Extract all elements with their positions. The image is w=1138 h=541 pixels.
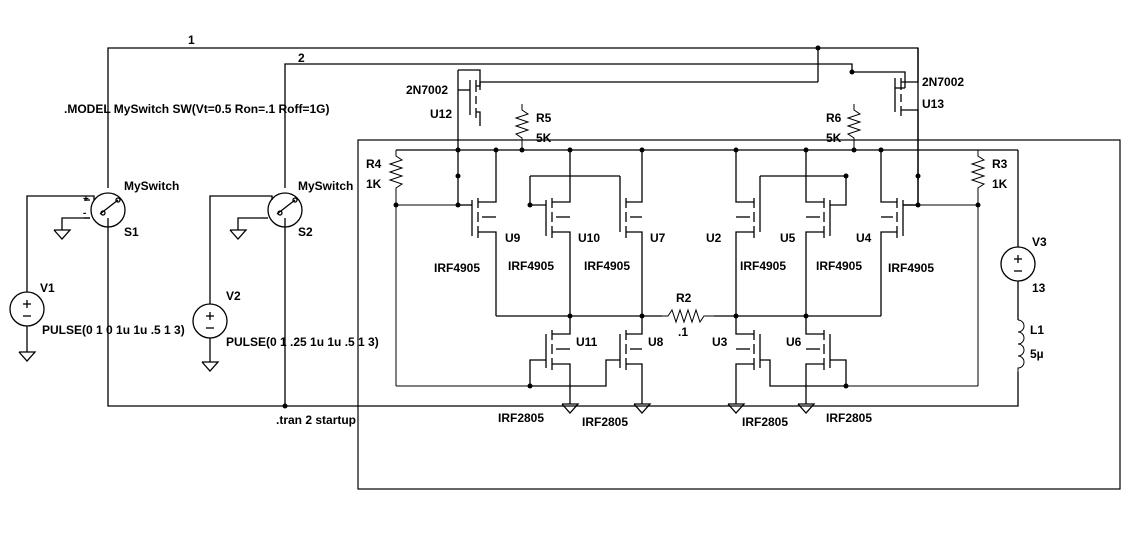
s2-switch	[229, 192, 303, 240]
junctions	[282, 45, 981, 409]
r5-name: R5	[536, 111, 552, 125]
r3-name: R3	[992, 157, 1008, 171]
u13-name: U13	[922, 97, 944, 111]
v2-name: V2	[226, 289, 241, 303]
u4-name: U4	[856, 231, 872, 245]
u6-nmos	[797, 316, 847, 414]
u12-fet	[457, 69, 481, 176]
v3-value: 13	[1032, 281, 1046, 295]
u8-name: U8	[648, 335, 664, 349]
s1-model: MySwitch	[124, 179, 179, 193]
r4-name: R4	[366, 157, 382, 171]
u5-name: U5	[780, 231, 796, 245]
s2-name: S2	[298, 225, 313, 239]
net-label-1: 1	[188, 33, 195, 47]
net-2-wire	[284, 63, 906, 406]
u12-model: 2N7002	[406, 83, 448, 97]
u10-pmos	[529, 150, 571, 316]
r3-resistor	[846, 150, 986, 387]
u11-model: IRF2805	[498, 411, 544, 425]
r3-value: 1K	[992, 177, 1008, 191]
s2-model: MySwitch	[298, 179, 353, 193]
circuit-frame	[357, 139, 1121, 490]
u2-model: IRF4905	[740, 259, 786, 273]
u6-model: IRF2805	[826, 411, 872, 425]
r4-resistor	[388, 150, 530, 387]
r5-value: 5K	[536, 131, 552, 145]
top-rail	[396, 149, 978, 205]
tran-directive: .tran 2 startup	[276, 413, 356, 427]
v3-name: V3	[1032, 235, 1047, 249]
v1-name: V1	[40, 281, 55, 295]
u2-name: U2	[706, 231, 722, 245]
u10-model: IRF4905	[508, 259, 554, 273]
r2-resistor	[662, 308, 714, 324]
u8-nmos	[530, 316, 652, 414]
u3-model: IRF2805	[742, 415, 788, 429]
u7-pmos	[619, 150, 643, 316]
u8-model: IRF2805	[582, 415, 628, 429]
u6-name: U6	[786, 335, 802, 349]
u5-model: IRF4905	[816, 259, 862, 273]
u4-model: IRF4905	[888, 261, 934, 275]
r4-value: 1K	[366, 177, 382, 191]
model-directive: .MODEL MySwitch SW(Vt=0.5 Ron=.1 Roff=1G…	[64, 102, 329, 116]
u11-name: U11	[576, 335, 598, 349]
u9-model: IRF4905	[434, 261, 480, 275]
l1-name: L1	[1030, 323, 1044, 337]
r6-value: 5K	[826, 131, 842, 145]
v2-value: PULSE(0 1 .25 1u 1u .5 1 3)	[226, 335, 379, 349]
u7-model: IRF4905	[584, 259, 630, 273]
r5-resistor	[514, 104, 530, 150]
r6-name: R6	[826, 111, 842, 125]
r2-name: R2	[676, 291, 692, 305]
u3-nmos	[727, 316, 846, 414]
s1-minus: -	[83, 208, 86, 219]
r6-resistor	[846, 104, 862, 150]
u3-name: U3	[712, 335, 728, 349]
u12-name: U12	[430, 107, 452, 121]
u7-name: U7	[650, 231, 666, 245]
u9-name: U9	[505, 231, 521, 245]
r2-value: .1	[678, 325, 688, 339]
l1-inductor	[1017, 319, 1025, 372]
u9-pmos	[458, 150, 497, 316]
u13-model: 2N7002	[922, 75, 964, 89]
v3-voltage-source	[978, 149, 1036, 320]
u4-pmos	[880, 150, 918, 316]
s1-name: S1	[124, 225, 139, 239]
s1-switch	[53, 192, 126, 240]
net-label-2: 2	[298, 51, 305, 65]
u13-fet	[894, 48, 919, 130]
v2-voltage-source	[192, 195, 273, 372]
u10-name: U10	[578, 231, 600, 245]
v1-voltage-source	[9, 195, 95, 362]
s1-plus: +	[83, 194, 89, 205]
v1-value: PULSE(0 1 0 1u 1u .5 1 3)	[42, 323, 185, 337]
u11-nmos	[529, 316, 580, 414]
l1-value: 5µ	[1030, 347, 1044, 361]
u5-pmos	[805, 150, 847, 316]
u2-pmos	[735, 150, 761, 316]
